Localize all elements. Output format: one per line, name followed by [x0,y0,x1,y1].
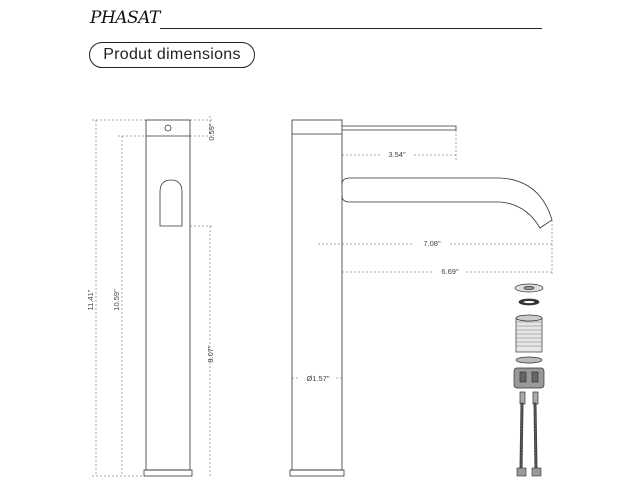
dim-top-gap: 0.59" [207,123,216,141]
drain-nut [513,367,545,389]
hose-connector-right [532,391,539,405]
front-faucet-body [145,119,191,471]
side-faucet-body [291,119,343,471]
dim-lower-height: 8.07" [206,345,215,363]
dim-spout-reach: 6.69" [441,267,459,276]
dim-base-diameter: Ø1.57" [306,374,329,383]
brand-logo: PHASAT [90,8,160,28]
header-rule [160,28,542,29]
front-base [143,469,193,477]
dim-total-height: 11.41" [86,289,95,310]
hose-connector-left [519,391,526,405]
page-title: Produt dimensions [89,42,255,68]
front-handle-hole [164,124,172,132]
drain-washer [515,356,543,364]
dim-body-height: 10.59" [112,289,121,311]
front-spout-outlet [159,179,183,227]
supply-hoses [519,402,538,472]
dim-handle-reach: 3.54" [388,150,406,159]
dim-spout-length: 7.08" [423,239,441,248]
side-base [289,469,345,477]
side-spout [341,177,553,229]
drain-assembly [513,283,545,405]
side-handle-lever [342,125,457,131]
drain-threaded-body [515,317,543,353]
